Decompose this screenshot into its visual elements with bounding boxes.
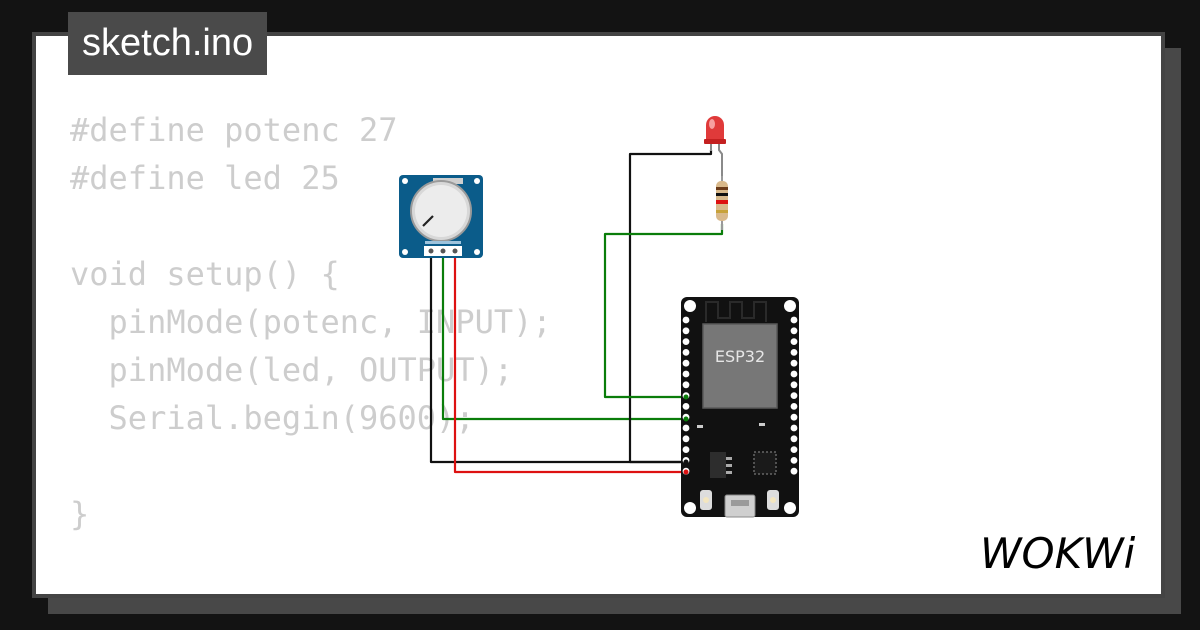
header-pin xyxy=(682,381,690,389)
wire-signal-green xyxy=(441,252,686,421)
potentiometer-icon[interactable] xyxy=(399,175,483,258)
header-pin xyxy=(790,424,798,432)
header-pin xyxy=(682,327,690,335)
header-pin xyxy=(790,359,798,367)
header-pin xyxy=(682,446,690,453)
header-pin xyxy=(790,413,798,421)
wire-vcc-red xyxy=(453,252,686,474)
header-pin xyxy=(790,370,798,378)
esp32-board-icon[interactable]: ESP32 xyxy=(681,297,799,518)
code-line: Serial.begin(9600); xyxy=(70,399,475,437)
header-pin xyxy=(790,457,798,464)
code-editor: #define potenc 27 #define led 25 void setu… xyxy=(70,106,552,594)
file-tab[interactable]: sketch.ino xyxy=(68,12,268,75)
header-pin xyxy=(790,349,798,356)
pin-header-right xyxy=(790,316,798,475)
led-icon[interactable] xyxy=(704,116,726,176)
board-label: ESP32 xyxy=(715,347,765,366)
header-pin xyxy=(790,338,798,345)
wire-led-gnd-black xyxy=(628,150,713,464)
code-line: #define potenc 27 xyxy=(70,111,398,149)
header-pin xyxy=(790,381,798,389)
wire-led-green xyxy=(603,224,724,399)
wokwi-logo: WOKWi xyxy=(980,529,1136,578)
logo-text: WOKWi xyxy=(980,529,1136,578)
header-pin xyxy=(790,446,798,453)
code-line: void setup() { xyxy=(70,255,340,293)
code-line: #define led 25 xyxy=(70,159,340,197)
preview-card: #define potenc 27 #define led 25 void setu… xyxy=(32,32,1165,598)
header-pin xyxy=(682,403,690,410)
header-pin xyxy=(682,359,690,367)
code-line: pinMode(potenc, INPUT); xyxy=(70,303,552,341)
header-pin xyxy=(682,349,690,356)
header-pin xyxy=(682,370,690,378)
header-pin xyxy=(790,327,798,335)
header-pin xyxy=(790,392,798,399)
header-pin xyxy=(790,316,798,324)
header-pin xyxy=(790,467,798,475)
code-line: } xyxy=(70,495,90,533)
header-pin xyxy=(682,435,690,443)
header-pin xyxy=(682,316,690,324)
header-pin xyxy=(790,403,798,410)
code-line: void loop() { xyxy=(70,586,552,594)
resistor-icon[interactable] xyxy=(716,176,728,230)
wire-gnd-black xyxy=(429,252,686,464)
file-tab-label: sketch.ino xyxy=(82,22,254,64)
wires xyxy=(429,150,724,474)
header-pin xyxy=(790,435,798,443)
code-line: pinMode(led, OUTPUT); xyxy=(70,351,514,389)
header-pin xyxy=(682,424,690,432)
header-pin xyxy=(682,338,690,345)
